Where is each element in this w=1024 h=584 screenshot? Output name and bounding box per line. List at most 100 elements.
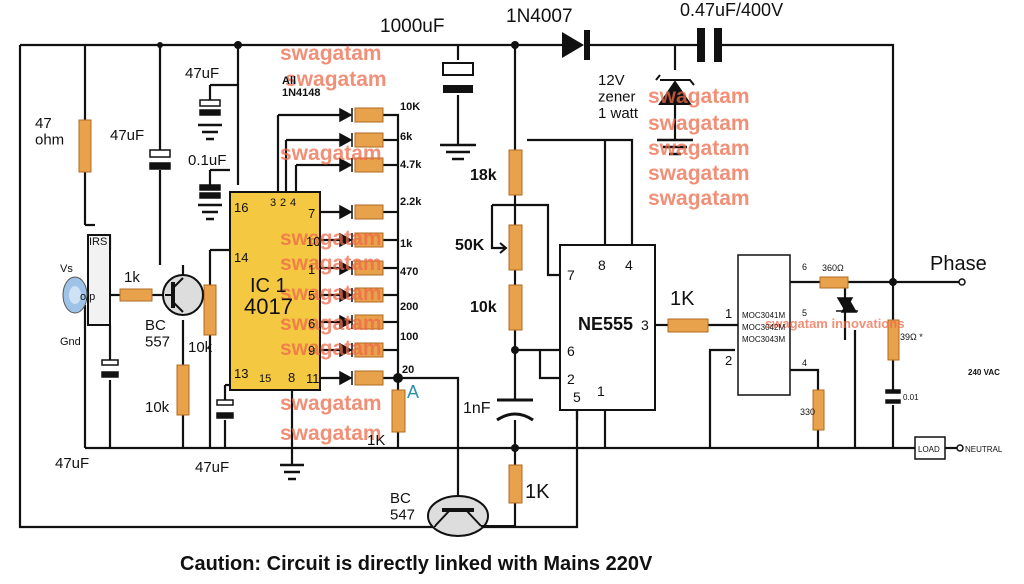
- svg-text:6: 6: [308, 316, 315, 331]
- svg-text:4: 4: [290, 197, 296, 209]
- svg-text:2: 2: [567, 371, 575, 387]
- label-10k-a: 10k: [188, 339, 213, 356]
- moc-line2: MOC3042M: [742, 323, 785, 332]
- label-39: 39Ω *: [900, 332, 923, 342]
- junction-dots: [157, 41, 897, 452]
- diode: [339, 342, 353, 358]
- label-1nf: 1nF: [463, 400, 491, 417]
- label-001: 0.01: [903, 393, 919, 402]
- svg-text:4: 4: [625, 257, 633, 273]
- svg-text:16: 16: [234, 200, 248, 215]
- capacitor-1nf: [496, 398, 534, 422]
- label-47uf-mid: 47uF: [110, 127, 144, 144]
- resistor-4k7: [354, 157, 384, 173]
- svg-text:8: 8: [288, 370, 295, 385]
- cap-47uf-mid: [149, 149, 171, 158]
- resistor-360: [819, 276, 849, 289]
- ground-zener: [657, 138, 693, 156]
- resistor-1k-ir: [119, 288, 153, 302]
- resistor-10k-bias: [203, 284, 217, 336]
- ground-01uf: [198, 203, 222, 221]
- ic-moc304x: [737, 254, 791, 396]
- svg-text:swagatam: swagatam: [648, 112, 750, 135]
- svg-text:swagatam: swagatam: [648, 162, 750, 185]
- resistor-10K-seq: [354, 107, 384, 123]
- resistor-1K-out: [667, 318, 709, 333]
- ic4017-name: IC 1: [250, 275, 287, 297]
- label-47uf-bm: 47uF: [195, 459, 229, 476]
- resistor-6k: [354, 132, 384, 148]
- svg-text:swagatam: swagatam: [280, 422, 382, 445]
- svg-text:swagatam: swagatam: [280, 392, 382, 415]
- watermarks: swagatam swagatam swagatam swagatam swag…: [280, 42, 904, 445]
- svg-text:1: 1: [308, 262, 315, 277]
- svg-text:swagatam: swagatam: [280, 312, 382, 335]
- resistor-100: [354, 314, 384, 330]
- label-1k-ir: 1k: [124, 269, 140, 286]
- svg-text:swagatam: swagatam: [280, 337, 382, 360]
- resistor-20: [354, 342, 384, 358]
- label-2k2: 2.2k: [400, 196, 422, 208]
- ground-1000uf: [440, 143, 476, 161]
- label-360: 360Ω: [822, 263, 844, 273]
- resistor-10k-timing: [508, 284, 523, 331]
- label-10k-c: 10k: [470, 299, 497, 316]
- svg-text:11: 11: [306, 371, 320, 386]
- label-1K-out: 1K: [670, 288, 695, 310]
- diode: [339, 107, 353, 123]
- svg-text:6: 6: [567, 343, 575, 359]
- label-irs: IRS: [89, 236, 107, 248]
- svg-text:swagatam: swagatam: [648, 137, 750, 160]
- label-1K-node: 1K: [367, 432, 385, 449]
- label-1000uf: 1000uF: [380, 16, 444, 37]
- diode: [339, 314, 353, 330]
- label-330: 330: [800, 407, 815, 417]
- resistor-330: [812, 389, 825, 431]
- svg-text:3: 3: [270, 197, 276, 209]
- pins-4017: 16 3 2 4 7 10 1 5 6 9 11 14 13 15 8: [234, 197, 320, 386]
- label-1k-seq: 1k: [400, 238, 413, 250]
- svg-text:13: 13: [234, 366, 248, 381]
- ic-ne555: [559, 244, 656, 411]
- pins-moc: 1 2 6 5 4: [725, 262, 807, 368]
- diode: [339, 204, 353, 220]
- diode: [339, 287, 353, 303]
- ne555-name: NE555: [578, 314, 633, 334]
- cap-01uf: [199, 184, 221, 191]
- caption: Caution: Circuit is directly linked with…: [180, 553, 653, 575]
- phase-terminal: [958, 278, 966, 286]
- svg-text:swagatam: swagatam: [648, 187, 750, 210]
- svg-text:14: 14: [234, 250, 248, 265]
- label-neutral: NEUTRAL: [965, 445, 1003, 454]
- label-load: LOAD: [918, 445, 940, 454]
- zener-diode: [655, 74, 695, 105]
- label-50k: 50K: [455, 237, 485, 254]
- cap-47uf-top: [199, 99, 221, 107]
- pins-555: 7 8 4 3 6 2 5 1: [567, 257, 649, 405]
- label-047uf: 0.47uF/400V: [680, 0, 783, 20]
- diode: [339, 260, 353, 276]
- resistor-47ohm: [78, 119, 92, 173]
- label-vs: Vs: [60, 263, 73, 275]
- label-100: 100: [400, 331, 418, 343]
- svg-text:7: 7: [308, 206, 315, 221]
- ground-symbols: [198, 123, 693, 481]
- label-op: o/p: [80, 291, 95, 303]
- resistor-18k: [508, 149, 523, 196]
- svg-text:5: 5: [802, 308, 807, 318]
- resistor-extra: [354, 370, 384, 386]
- svg-text:3: 3: [641, 317, 649, 333]
- label-10k-b: 10k: [145, 399, 170, 416]
- svg-text:4: 4: [802, 358, 807, 368]
- label-47uf-top: 47uF: [185, 65, 219, 82]
- diode-array: [339, 107, 353, 386]
- label-20: 20: [402, 364, 414, 376]
- label-10K: 10K: [400, 101, 420, 113]
- label-gnd: Gnd: [60, 336, 81, 348]
- svg-text:swagatam: swagatam: [648, 85, 750, 108]
